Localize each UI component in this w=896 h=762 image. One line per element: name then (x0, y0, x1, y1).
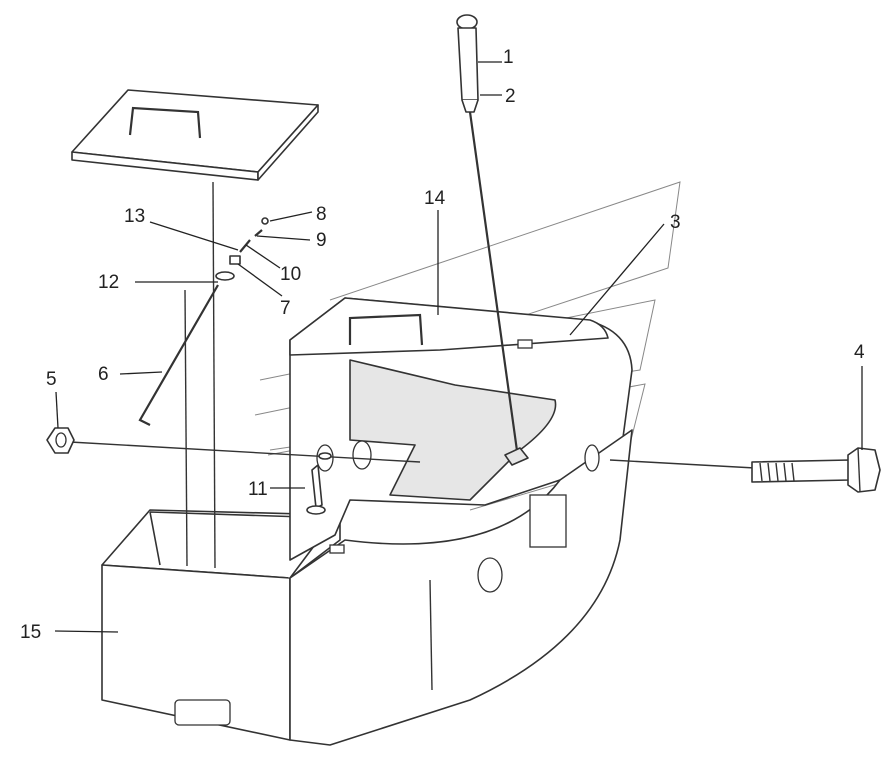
leader-13 (149, 221, 239, 251)
callout-1: 1 (503, 47, 514, 68)
callout-8: 8 (316, 204, 327, 225)
leader-lines (54, 61, 863, 633)
alignment-line-bolt (69, 441, 421, 463)
small-ring-part (261, 217, 269, 225)
leader-6 (119, 371, 163, 375)
callout-13: 13 (124, 206, 145, 227)
callout-7: 7 (280, 298, 291, 319)
callout-12: 12 (98, 272, 119, 293)
leader-15 (54, 630, 119, 633)
cotter-part (239, 239, 251, 253)
callout-5: 5 (46, 369, 57, 390)
front-box-handle-slot (174, 699, 231, 726)
body-lifting-handle (348, 313, 424, 346)
alignment-line-plate-right (212, 181, 216, 569)
leader-5 (55, 391, 59, 429)
side-square-slot (529, 494, 567, 548)
side-round-hole (477, 557, 503, 593)
alignment-line-plate-left (184, 289, 188, 567)
top-cover-plate-part (71, 89, 319, 181)
dipstick-part (456, 14, 529, 466)
callout-14: 14 (424, 188, 446, 209)
leader-9 (256, 235, 311, 241)
callout-15: 15 (20, 622, 41, 643)
callout-10: 10 (280, 264, 301, 285)
front-box-part (101, 509, 341, 741)
stud-bolt-part (306, 452, 332, 515)
hex-nut-part (46, 427, 75, 454)
body-bolt-hole-left (352, 440, 372, 470)
bent-rod-part (138, 284, 219, 426)
washer-part (215, 271, 235, 281)
callout-2: 2 (505, 86, 516, 107)
pin-part (229, 255, 241, 265)
callout-9: 9 (316, 230, 327, 251)
leader-3 (569, 223, 665, 336)
callout-4: 4 (854, 342, 865, 363)
top-slot (517, 339, 533, 349)
callout-3: 3 (670, 212, 681, 233)
callout-6: 6 (98, 364, 109, 385)
alignment-line-bolt-right (609, 459, 756, 469)
callout-labels: 1 2 3 4 5 6 7 8 9 10 11 12 13 14 15 (20, 47, 865, 643)
front-slot (329, 544, 345, 554)
leader-10 (245, 244, 281, 269)
clip-part (254, 229, 263, 237)
counterweight-body-part (289, 297, 633, 746)
cover-plate-handle (128, 106, 202, 139)
small-hardware-group (215, 217, 269, 281)
callout-11: 11 (248, 479, 268, 500)
leader-7 (237, 263, 283, 297)
leader-8 (269, 211, 313, 222)
body-bolt-hole-right (584, 444, 600, 472)
hex-bolt-part (751, 447, 881, 493)
